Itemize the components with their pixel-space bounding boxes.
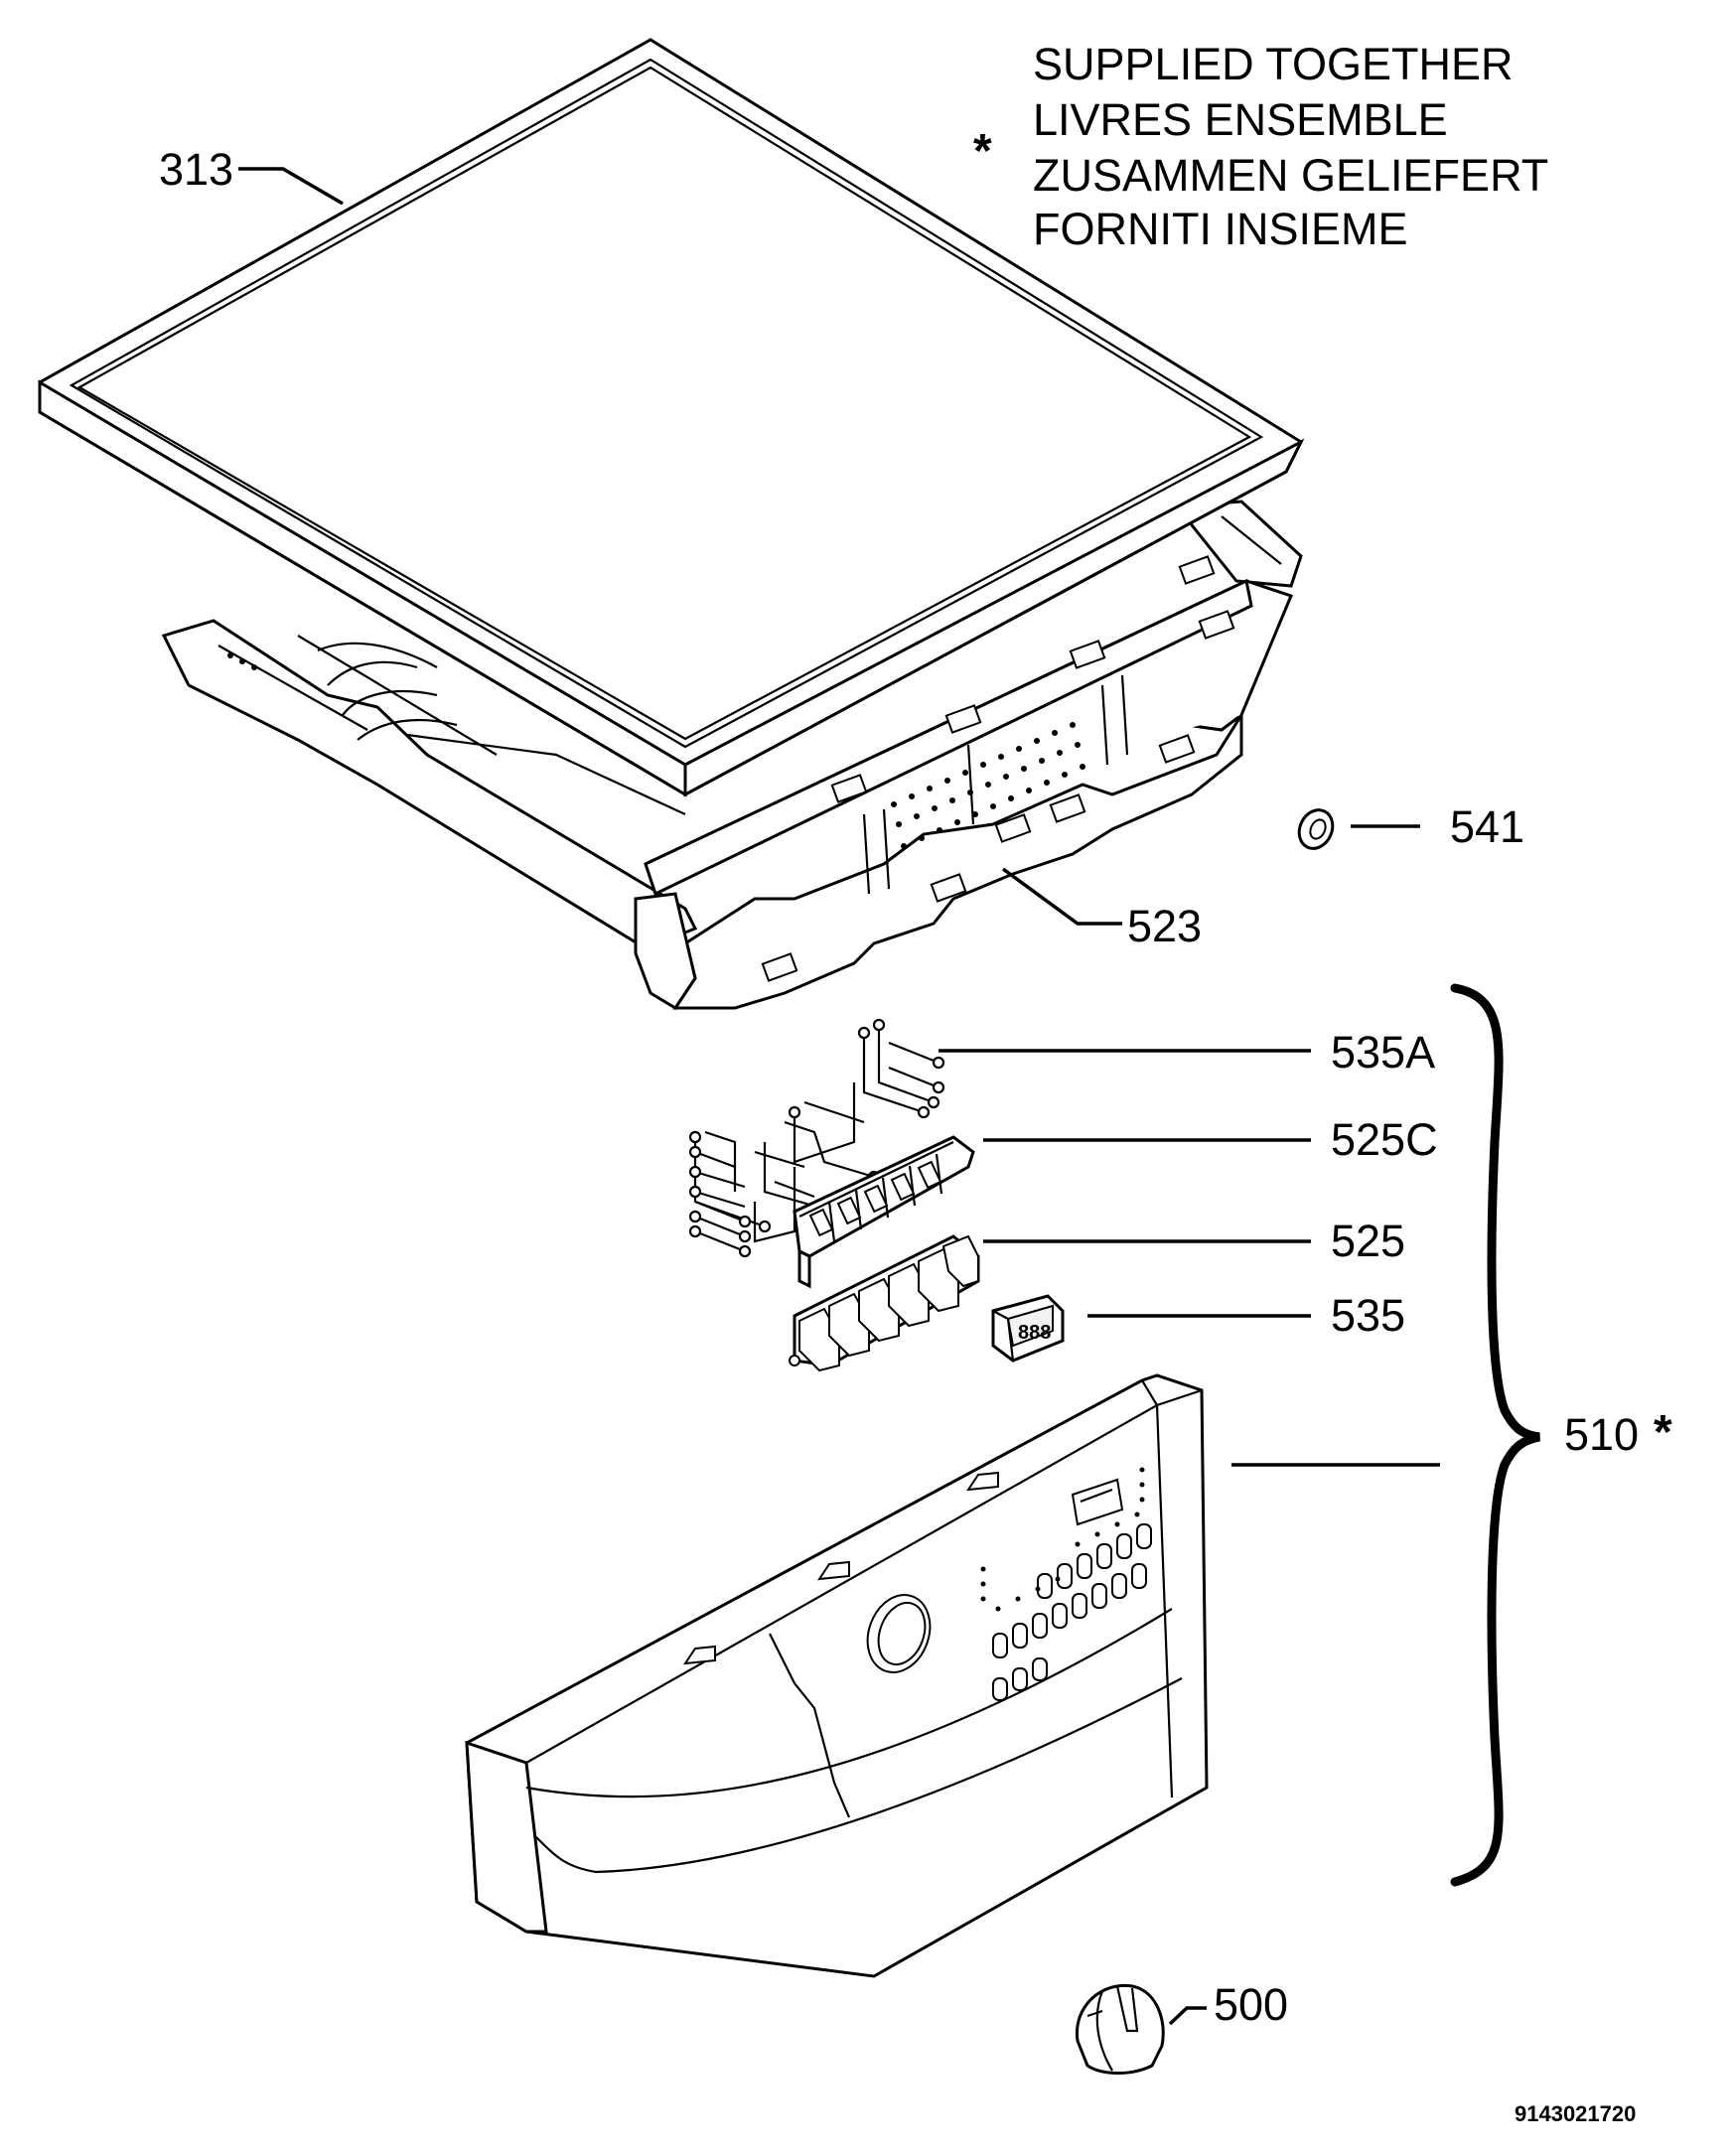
legend: * SUPPLIED TOGETHER LIVRES ENSEMBLE ZUSA… xyxy=(973,39,1548,254)
label-541: 541 xyxy=(1450,801,1524,852)
leader-lines xyxy=(238,167,1440,2026)
label-313: 313 xyxy=(159,144,233,195)
label-525: 525 xyxy=(1331,1216,1405,1266)
leader-313 xyxy=(238,167,344,206)
part-535-display: 888 xyxy=(991,1294,1065,1363)
part-500-knob xyxy=(1075,1983,1165,2075)
leader-523 xyxy=(1001,867,1122,926)
label-535a: 535A xyxy=(1331,1027,1435,1078)
label-523: 523 xyxy=(1127,901,1202,951)
leader-500 xyxy=(1168,2006,1207,2026)
part-525c-button-carrier xyxy=(793,1135,975,1289)
legend-line-fr: LIVRES ENSEMBLE xyxy=(1033,94,1448,145)
part-313-top-lid xyxy=(38,38,1305,797)
drawing-code: 9143021720 xyxy=(1515,2101,1636,2126)
legend-line-en: SUPPLIED TOGETHER xyxy=(1033,39,1513,89)
label-535: 535 xyxy=(1331,1290,1405,1341)
part-labels: 313 523 541 535A 525C 525 535 510 * 500 xyxy=(159,144,1672,2030)
legend-symbol: * xyxy=(973,125,992,178)
svg-text:888: 888 xyxy=(1018,1322,1051,1344)
label-510: 510 xyxy=(1564,1409,1639,1460)
part-525-buttons xyxy=(789,1234,980,1372)
part-541-grommet xyxy=(1297,808,1335,850)
brace-510 xyxy=(1450,983,1540,1887)
legend-line-it: FORNITI INSIEME xyxy=(1033,204,1408,254)
label-500: 500 xyxy=(1214,1979,1288,2030)
label-510-marker: * xyxy=(1654,1406,1672,1459)
label-525c: 525C xyxy=(1331,1114,1438,1165)
part-523-frame xyxy=(161,500,1303,1011)
part-510-control-panel xyxy=(465,1373,1209,1978)
legend-line-de: ZUSAMMEN GELIEFERT xyxy=(1033,150,1548,201)
